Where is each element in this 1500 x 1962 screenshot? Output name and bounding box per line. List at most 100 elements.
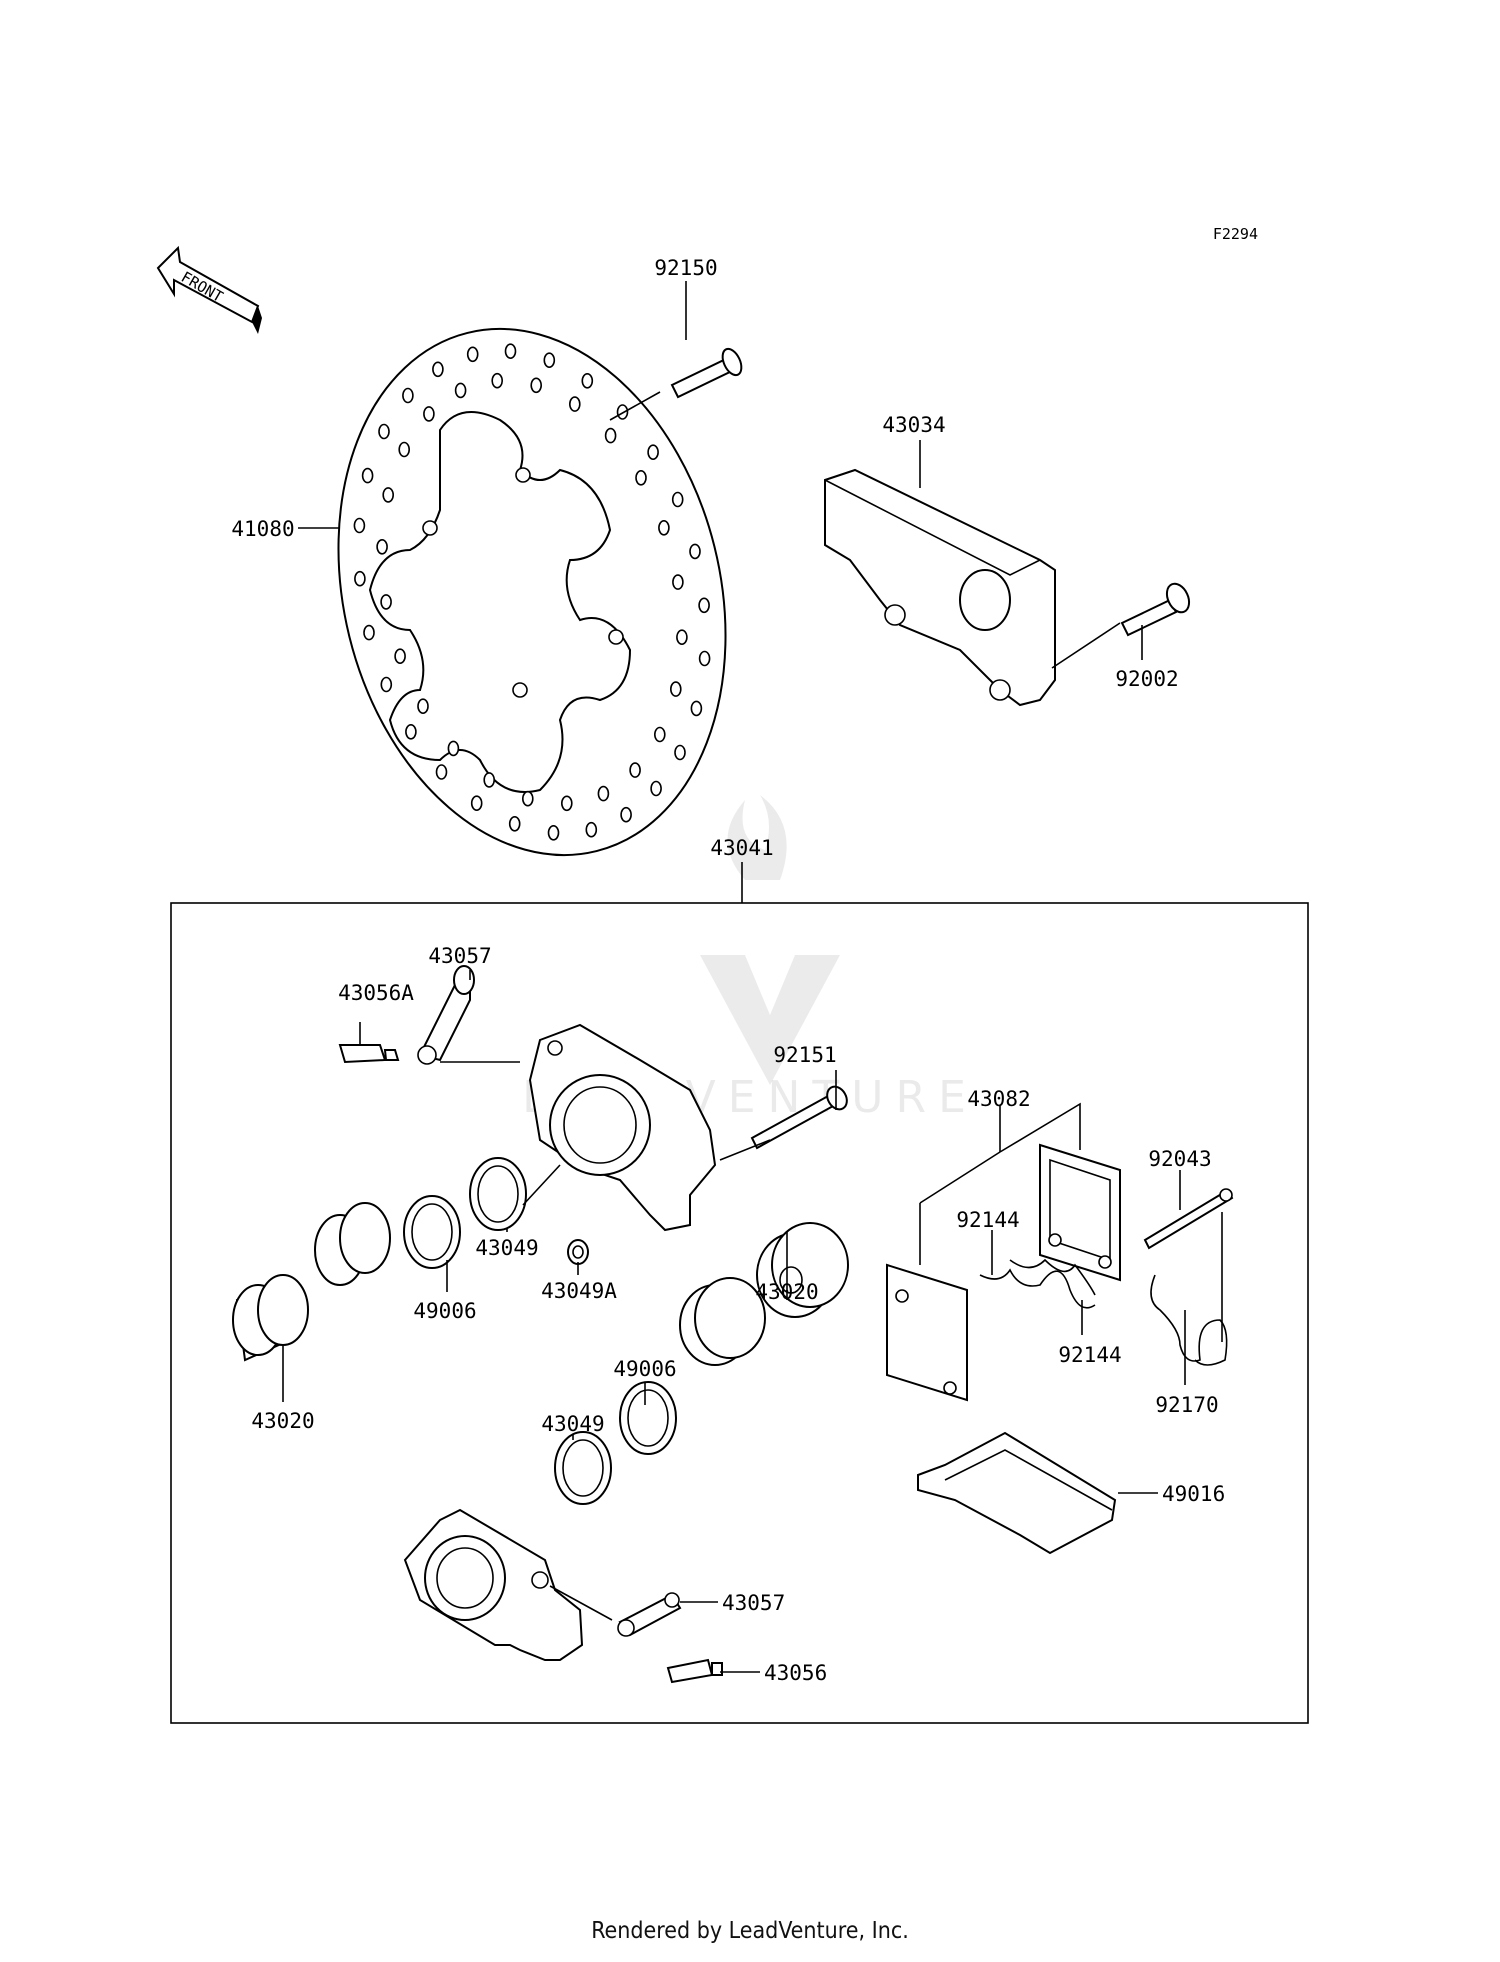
disc-vent-hole bbox=[432, 361, 444, 378]
disc-vent-hole bbox=[560, 795, 573, 812]
label-43049-upper: 43049 bbox=[475, 1236, 538, 1260]
disc-vent-hole bbox=[650, 780, 662, 797]
front-arrow: FRONT bbox=[156, 245, 262, 334]
disc-vent-hole bbox=[676, 629, 688, 646]
washer-43049A bbox=[567, 1239, 589, 1265]
disc-vent-hole bbox=[543, 352, 556, 369]
label-43057-lower: 43057 bbox=[722, 1591, 785, 1615]
disc-vent-hole bbox=[454, 382, 467, 399]
label-43082: 43082 bbox=[967, 1087, 1030, 1111]
seal-upper-49006 bbox=[403, 1195, 461, 1269]
piston-lower bbox=[679, 1277, 766, 1366]
disc-vent-hole bbox=[354, 570, 366, 587]
disc-vent-hole bbox=[380, 676, 393, 693]
disc-vent-hole bbox=[466, 346, 479, 363]
bolt-92002 bbox=[1120, 582, 1191, 637]
pad-spring-clip bbox=[979, 1258, 1096, 1309]
label-49006-lower: 49006 bbox=[613, 1357, 676, 1381]
brake-pad-right bbox=[1039, 1143, 1121, 1282]
piston-upper-left bbox=[232, 1274, 309, 1362]
label-43034: 43034 bbox=[882, 413, 945, 437]
piston-lower-front bbox=[756, 1222, 849, 1318]
disc-vent-hole bbox=[363, 624, 375, 641]
retaining-clip bbox=[1150, 1274, 1228, 1366]
disc-vent-hole bbox=[672, 574, 684, 590]
seal-lower-49006 bbox=[619, 1381, 677, 1455]
disc-vent-hole bbox=[653, 726, 666, 743]
leader-lines bbox=[282, 281, 1223, 1673]
label-43049A: 43049A bbox=[541, 1279, 617, 1303]
disc-vent-hole bbox=[402, 387, 414, 404]
anti-rattle-spring bbox=[917, 1431, 1117, 1555]
label-92150: 92150 bbox=[654, 256, 717, 280]
disc-vent-hole bbox=[398, 441, 411, 458]
disc-vent-hole bbox=[470, 795, 483, 812]
disc-vent-hole bbox=[635, 469, 647, 486]
label-41080: 41080 bbox=[231, 517, 294, 541]
disc-vent-hole bbox=[530, 377, 543, 394]
disc-vent-hole bbox=[491, 372, 504, 389]
bolt-92151 bbox=[750, 1085, 848, 1150]
banjo-fitting-lower bbox=[617, 1592, 682, 1637]
disc-vent-hole bbox=[353, 517, 366, 534]
part-labels: 92150 41080 43034 92002 43041 43057 4305… bbox=[231, 256, 1225, 1685]
label-92170: 92170 bbox=[1155, 1393, 1218, 1417]
disc-vent-hole bbox=[647, 444, 659, 461]
seal-upper-43049 bbox=[469, 1157, 527, 1231]
label-92144-lower: 92144 bbox=[1058, 1343, 1121, 1367]
disc-vent-hole bbox=[585, 821, 598, 838]
label-49006-upper: 49006 bbox=[413, 1299, 476, 1323]
disc-vent-hole bbox=[604, 427, 617, 444]
disc-vent-hole bbox=[483, 772, 496, 788]
disc-vent-hole bbox=[568, 396, 581, 412]
bleeder-valve-lower bbox=[666, 1658, 723, 1684]
footer-credit: Rendered by LeadVenture, Inc. bbox=[591, 1918, 909, 1944]
disc-vent-hole bbox=[674, 744, 686, 761]
label-92151: 92151 bbox=[773, 1043, 836, 1067]
disc-vent-hole bbox=[690, 700, 703, 717]
disc-vent-hole bbox=[669, 681, 682, 697]
figure-code: F2294 bbox=[1213, 225, 1258, 243]
label-49016: 49016 bbox=[1162, 1482, 1225, 1506]
disc-vent-hole bbox=[378, 423, 390, 440]
disc-vent-hole bbox=[380, 594, 392, 610]
brake-disc bbox=[337, 327, 727, 857]
bleeder-valve-upper bbox=[338, 1044, 400, 1064]
disc-vent-hole bbox=[394, 648, 406, 665]
disc-vent-hole bbox=[447, 740, 460, 757]
disc-vent-hole bbox=[508, 815, 521, 832]
disc-vent-hole bbox=[689, 543, 701, 560]
disc-vent-hole bbox=[435, 764, 448, 780]
banjo-fitting-upper bbox=[417, 965, 475, 1065]
disc-vent-hole bbox=[620, 806, 632, 823]
disc-vent-hole bbox=[405, 723, 417, 740]
label-43049-lower: 43049 bbox=[541, 1412, 604, 1436]
disc-vent-hole bbox=[671, 491, 684, 508]
label-92002: 92002 bbox=[1115, 667, 1178, 691]
label-43056: 43056 bbox=[764, 1661, 827, 1685]
disc-vent-hole bbox=[698, 650, 711, 667]
disc-vent-hole bbox=[417, 698, 429, 715]
disc-vent-hole bbox=[616, 404, 629, 420]
disc-vent-hole bbox=[504, 343, 517, 360]
caliper-body-lower bbox=[403, 1508, 584, 1661]
label-43056A: 43056A bbox=[338, 981, 414, 1005]
pad-pin bbox=[1143, 1188, 1234, 1250]
disc-vent-hole bbox=[547, 824, 560, 841]
label-43020-lower: 43020 bbox=[251, 1409, 314, 1433]
disc-vent-hole bbox=[698, 597, 710, 614]
watermark-logo bbox=[700, 795, 840, 1085]
label-43057-upper: 43057 bbox=[428, 944, 491, 968]
disc-vent-hole bbox=[521, 790, 534, 807]
label-43041: 43041 bbox=[710, 836, 773, 860]
disc-vent-hole bbox=[376, 538, 388, 555]
disc-vent-hole bbox=[658, 519, 670, 536]
disc-vent-hole bbox=[581, 372, 594, 389]
piston-upper bbox=[314, 1202, 391, 1286]
bolt-92150 bbox=[670, 347, 743, 399]
disc-vent-hole bbox=[423, 406, 435, 422]
brake-pad-left bbox=[886, 1263, 968, 1402]
disc-vent-hole bbox=[597, 785, 610, 802]
disc-vent-hole bbox=[629, 762, 641, 778]
